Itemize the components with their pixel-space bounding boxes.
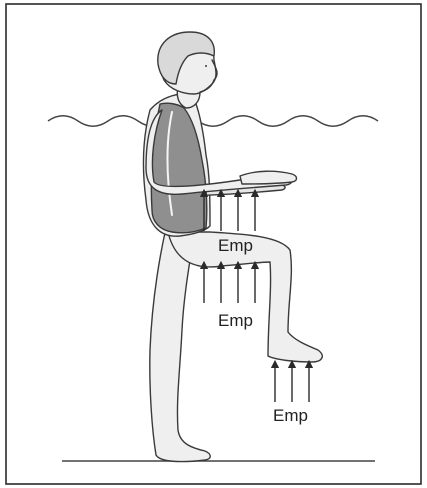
- label-lower: Emp: [273, 406, 308, 425]
- label-middle: Emp: [218, 311, 253, 330]
- label-upper: Emp: [218, 236, 253, 255]
